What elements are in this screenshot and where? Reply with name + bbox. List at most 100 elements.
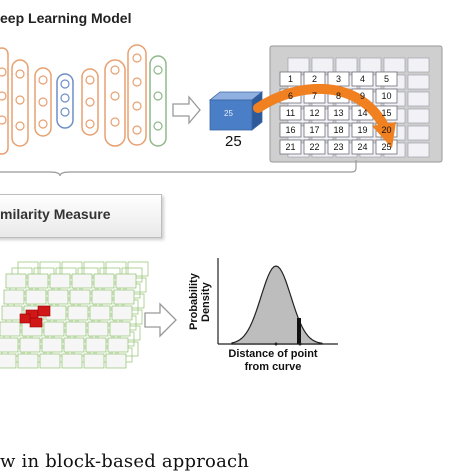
- green-cell: [89, 305, 111, 321]
- y-axis-label-2: Density: [200, 282, 212, 322]
- volume-cell: [303, 122, 326, 138]
- volume-cell: [375, 88, 398, 104]
- green-cell: [105, 353, 127, 369]
- green-cell: [71, 273, 93, 289]
- volume-cell: [327, 122, 350, 138]
- volume-cell-number: 20: [381, 125, 392, 135]
- green-cell: [49, 273, 71, 289]
- similarity-measure-box: [0, 194, 162, 238]
- green-cell: [127, 261, 149, 277]
- block-front-label: 25: [224, 109, 233, 118]
- green-cell: [19, 337, 41, 353]
- volume-cell-number: 5: [383, 74, 389, 84]
- green-cell: [47, 289, 69, 305]
- network-layer: [104, 59, 126, 147]
- green-cell: [27, 273, 49, 289]
- green-cell: [85, 337, 107, 353]
- model-title: eep Learning Model: [0, 10, 132, 26]
- volume-cell-number: 22: [309, 142, 320, 152]
- green-cell: [63, 337, 85, 353]
- density-plot: [217, 258, 338, 346]
- bell-curve: [231, 265, 323, 345]
- volume-cell: [351, 71, 374, 87]
- volume-cell-number: 6: [287, 91, 293, 101]
- x-axis-label-2: from curve: [244, 361, 302, 373]
- volume-cell-number: 2: [311, 74, 317, 84]
- volume-cell-number: 23: [333, 142, 344, 152]
- orange-arrow-head-icon: [372, 122, 396, 148]
- y-axis-label-1: Probability: [188, 273, 200, 330]
- volume-cell-number: 11: [285, 108, 296, 118]
- volume-cell: [351, 139, 374, 155]
- green-cell: [115, 273, 137, 289]
- volume-cell-number: 16: [285, 125, 296, 135]
- volume-cell: [279, 139, 302, 155]
- volume-cell-number: 13: [333, 108, 344, 118]
- network-layers: [0, 44, 167, 155]
- volume-cell: [327, 139, 350, 155]
- network-layer: [149, 55, 167, 147]
- green-cell: [25, 289, 47, 305]
- volume-cell-number: 17: [309, 125, 320, 135]
- volume-cell: [303, 105, 326, 121]
- arrow-right-icon: [172, 95, 201, 125]
- volume-cell-number: 25: [381, 142, 392, 152]
- green-cell: [69, 289, 91, 305]
- green-cell: [91, 289, 113, 305]
- green-cell: [5, 273, 27, 289]
- volume-cell: [279, 122, 302, 138]
- volume-cell: [303, 139, 326, 155]
- volume-cell-number: 14: [357, 108, 368, 118]
- volume-cell-number: 24: [357, 142, 368, 152]
- network-layer: [127, 44, 147, 146]
- volume-cell-number: 18: [333, 125, 344, 135]
- volume-cell-number: 1: [287, 74, 293, 84]
- volume-cell-number: 12: [309, 108, 320, 118]
- volume-cell: [279, 71, 302, 87]
- green-cell: [67, 305, 89, 321]
- green-cell: [3, 289, 25, 305]
- anomalous-block: [37, 305, 51, 317]
- volume-cell-number: 8: [335, 91, 341, 101]
- green-cell: [111, 305, 133, 321]
- similarity-measure-label: milarity Measure: [0, 206, 111, 222]
- green-cell: [0, 353, 17, 369]
- volume-cell-number: 4: [359, 74, 365, 84]
- x-axis-label-1: Distance of point: [228, 348, 318, 360]
- volume-cell: [375, 71, 398, 87]
- green-cell: [1, 305, 23, 321]
- x-axis-label: Distance of point from curve: [208, 348, 338, 374]
- volume-cell-number: 15: [381, 108, 392, 118]
- volume-cell: [327, 105, 350, 121]
- volume-cell-number: 10: [381, 91, 392, 101]
- orange-arrow-icon: [253, 83, 389, 131]
- green-cell: [0, 321, 21, 337]
- green-cell: [83, 353, 105, 369]
- green-cell: [113, 289, 135, 305]
- volume-cell: [351, 122, 374, 138]
- volume-cell: [279, 105, 302, 121]
- green-cell: [61, 353, 83, 369]
- green-cell: [65, 321, 87, 337]
- point-tick: [298, 342, 302, 346]
- green-cell: [41, 337, 63, 353]
- volume-cell-number: 3: [335, 74, 341, 84]
- green-cell: [0, 337, 19, 353]
- green-cell: [39, 353, 61, 369]
- volume-cell-number: 19: [357, 125, 368, 135]
- green-cell: [87, 321, 109, 337]
- anomalous-block: [29, 317, 43, 328]
- green-cell: [93, 273, 115, 289]
- threshold-marker: [297, 318, 301, 344]
- block-count-label: 25: [225, 133, 242, 150]
- volume-cell-number: 21: [285, 142, 296, 152]
- group-bracket: [0, 160, 357, 177]
- green-cell: [109, 321, 131, 337]
- volume-cell-number: 7: [311, 91, 317, 101]
- anomalous-block: [19, 313, 31, 324]
- figure-caption: w in block-based approach: [0, 451, 250, 472]
- green-cell: [43, 321, 65, 337]
- green-cell: [107, 337, 129, 353]
